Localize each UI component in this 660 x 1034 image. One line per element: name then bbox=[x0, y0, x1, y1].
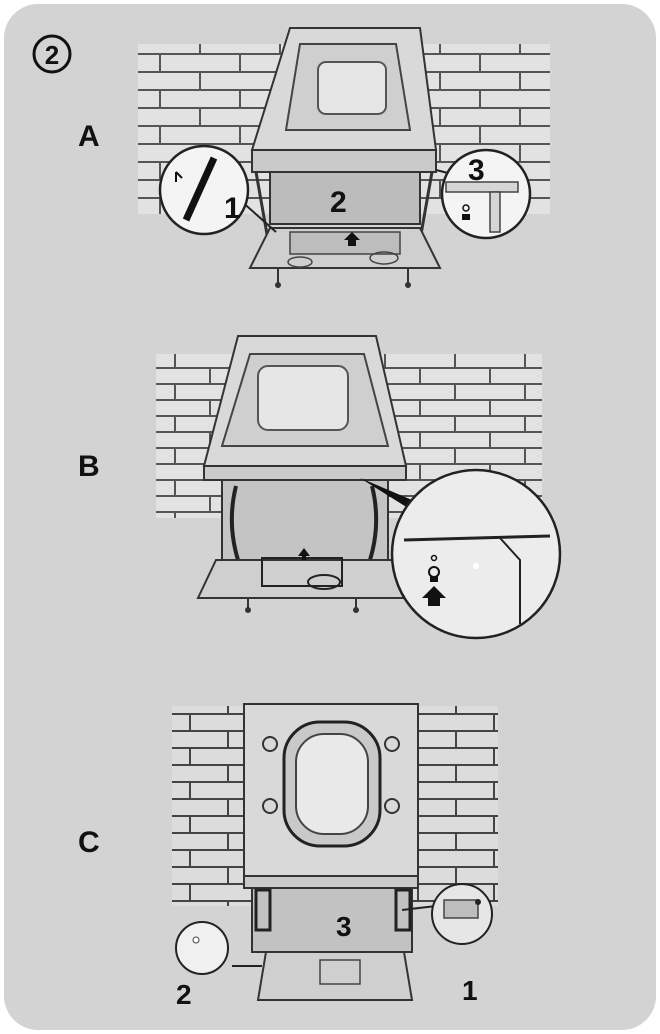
panel-b-label: B bbox=[78, 450, 100, 483]
panel-a-callout-1: 1 bbox=[224, 192, 241, 225]
panel-a-callout-3: 3 bbox=[468, 154, 485, 187]
panel-b-base-tray bbox=[196, 559, 414, 599]
panel-c: 3 1 2 C bbox=[78, 703, 498, 1010]
panel-a-label: A bbox=[78, 120, 100, 153]
panel-b-detail-circle bbox=[390, 468, 562, 640]
panel-b-up-arrow-icon bbox=[298, 548, 310, 560]
panel-a-callout-2: 2 bbox=[330, 186, 347, 219]
panel-c-base-tray bbox=[256, 951, 414, 1001]
panel-c-callout-2: 2 bbox=[176, 979, 192, 1010]
panel-a-detail-circle-3 bbox=[440, 148, 532, 240]
panel-a-detail-circle-1 bbox=[158, 144, 250, 236]
panel-a: 1 2 3 A bbox=[78, 27, 550, 288]
step-number: 2 bbox=[45, 40, 59, 70]
panel-a-tool-icon bbox=[182, 156, 218, 222]
panel-c-detail-circle-2 bbox=[175, 921, 229, 975]
panel-a-up-arrow-icon bbox=[344, 232, 360, 246]
panel-c-label: C bbox=[78, 826, 100, 859]
step-number-badge: 2 bbox=[32, 34, 72, 74]
panel-b: B bbox=[78, 335, 562, 640]
panel-c-callout-3: 3 bbox=[336, 911, 352, 942]
panel-c-callout-1: 1 bbox=[462, 975, 478, 1006]
panel-b-detail-up-arrow-icon bbox=[422, 586, 446, 606]
